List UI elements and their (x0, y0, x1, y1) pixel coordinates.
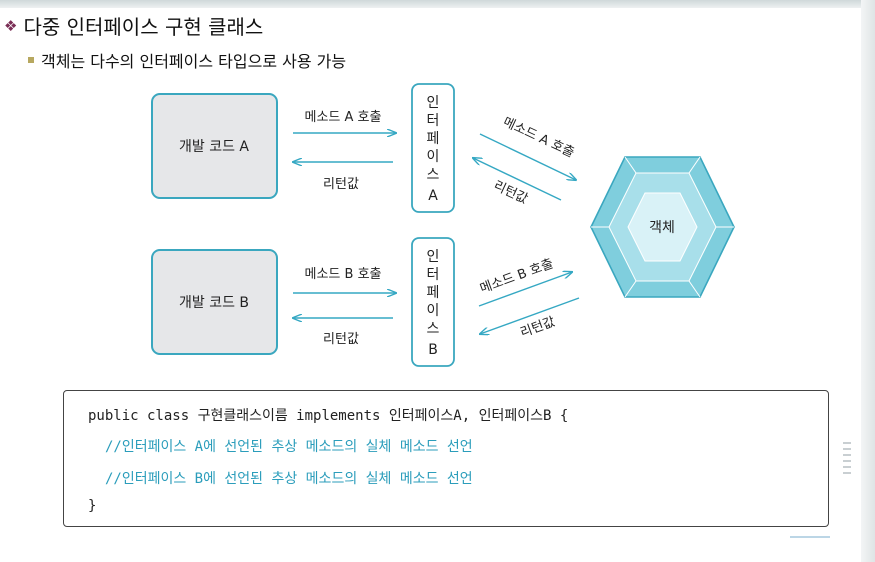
interface-a-char: A (428, 188, 438, 204)
interface-a-label: 인 터 페 이 스 A (427, 95, 440, 204)
object-call-b-arrow (478, 272, 572, 307)
interface-b-char: 인 (427, 249, 440, 265)
interface-b-char: B (428, 342, 438, 358)
dev-code-b-box (151, 249, 278, 355)
scroll-indicator[interactable] (841, 442, 853, 492)
interface-a-char: 터 (427, 113, 440, 129)
dev-code-a-label: 개발 코드 A (179, 139, 249, 155)
return-a-label: 리턴값 (323, 177, 359, 192)
interface-diagram: 개발 코드 A 개발 코드 B 인 터 페 이 스 A 인 터 페 이 스 B … (151, 83, 735, 367)
interface-a-char: 스 (427, 167, 440, 183)
interface-a-char: 페 (427, 131, 440, 147)
interface-b-box (411, 237, 455, 367)
interface-b-label: 인 터 페 이 스 B (427, 249, 440, 358)
object-return-a-arrow (473, 158, 562, 201)
return-b-label: 리턴값 (323, 332, 359, 347)
interface-a-char: 인 (427, 95, 440, 111)
code-line-comment-a: //인터페이스 A에 선언된 추상 메소드의 실체 메소드 선언 (105, 439, 473, 455)
slide-title: ❖ 다중 인터페이스 구현 클래스 (4, 11, 263, 40)
bottom-edge-line (790, 536, 830, 538)
slide-subtitle-text: 객체는 다수의 인터페이스 타입으로 사용 가능 (41, 52, 347, 71)
call-b-label: 메소드 B 호출 (305, 267, 382, 282)
call-a-label: 메소드 A 호출 (305, 110, 382, 125)
interface-b-char: 터 (427, 267, 440, 283)
code-line-comment-b: //인터페이스 B에 선언된 추상 메소드의 실체 메소드 선언 (105, 471, 473, 487)
interface-b-char: 페 (427, 285, 440, 301)
object-label: 객체 (649, 220, 675, 236)
interface-a-box (411, 83, 455, 213)
right-band (861, 0, 875, 562)
diamond-bullet-icon: ❖ (4, 16, 18, 35)
object-call-a-arrow (479, 133, 576, 180)
interface-b-char: 이 (427, 303, 440, 319)
interface-a-char: 이 (427, 149, 440, 165)
dev-code-b-label: 개발 코드 B (179, 295, 249, 311)
object-call-a-label: 메소드 A 호출 (500, 115, 576, 161)
code-line-closing-brace: } (88, 498, 97, 514)
code-box: public class 구현클래스이름 implements 인터페이스A, … (63, 390, 829, 527)
interface-b-char: 스 (427, 321, 440, 337)
object-hexagon (590, 156, 735, 298)
slide-title-text: 다중 인터페이스 구현 클래스 (23, 15, 264, 39)
object-call-b-label: 메소드 B 호출 (478, 256, 556, 296)
top-band (0, 0, 875, 8)
square-bullet-icon (28, 57, 34, 63)
code-line-class-declaration: public class 구현클래스이름 implements 인터페이스A, … (88, 408, 569, 424)
dev-code-a-box (151, 93, 278, 199)
object-return-b-arrow (480, 297, 580, 334)
slide-subtitle: 객체는 다수의 인터페이스 타입으로 사용 가능 (28, 48, 346, 72)
